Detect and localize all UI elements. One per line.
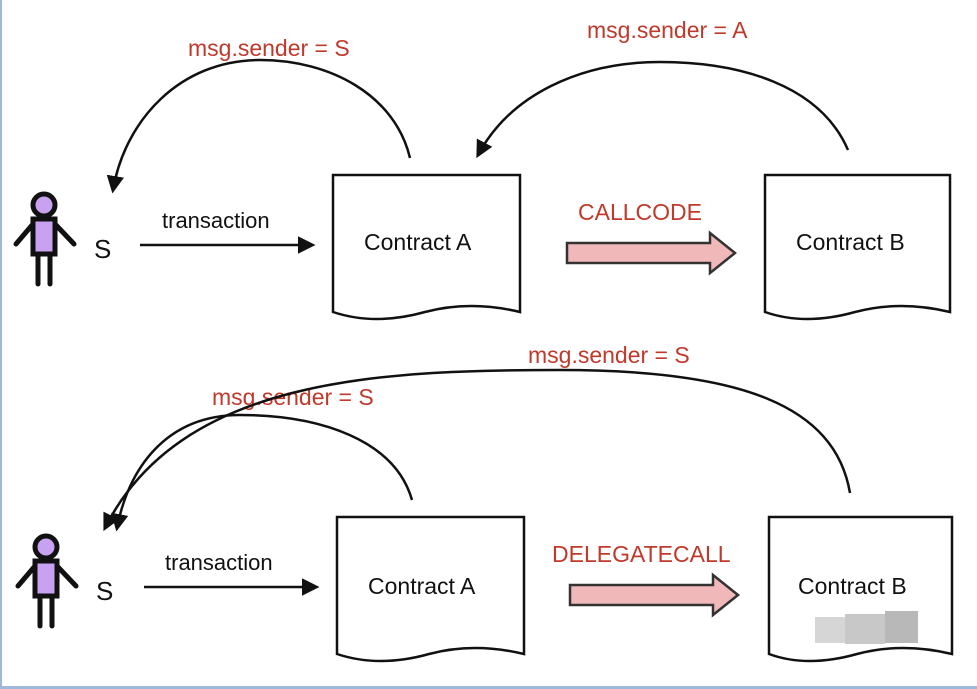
sender-a-label: msg.sender = A (587, 17, 748, 43)
contract-a-label: Contract A (368, 573, 476, 599)
contract-a-label: Contract A (364, 229, 472, 255)
contract-a-document (331, 173, 522, 321)
transaction-label: transaction (162, 208, 270, 233)
frame-border-left (0, 0, 2, 689)
frame-border-bottom (0, 686, 977, 689)
actor-icon (15, 533, 79, 629)
callcode-arrow (565, 230, 738, 276)
actor-icon (13, 191, 77, 287)
top-diagram: S transaction Contract A Contract B CALL… (13, 17, 952, 321)
contract-b-label: Contract B (798, 573, 907, 599)
sender-s-inner-label: msg.sender = S (212, 384, 374, 410)
transaction-label: transaction (165, 550, 273, 575)
return-arrow-a-to-s (106, 58, 412, 194)
return-arrow-b-to-a (476, 60, 850, 159)
sender-s-outer-label: msg.sender = S (528, 342, 690, 368)
contract-b-label: Contract B (796, 229, 905, 255)
delegatecall-arrow (568, 572, 741, 618)
callcode-label: CALLCODE (578, 199, 702, 225)
return-arrow-b-to-s (103, 368, 852, 532)
actor-label: S (94, 234, 111, 264)
bottom-diagram: S transaction Contract A Contract B DELE… (15, 342, 954, 663)
sender-s-label: msg.sender = S (188, 35, 350, 61)
contract-b-document (763, 173, 952, 321)
return-arrow-a-to-s (111, 413, 414, 532)
delegatecall-label: DELEGATECALL (552, 541, 731, 567)
contract-a-document (335, 515, 526, 663)
actor-label: S (96, 576, 113, 606)
blurred-watermark (815, 611, 918, 644)
